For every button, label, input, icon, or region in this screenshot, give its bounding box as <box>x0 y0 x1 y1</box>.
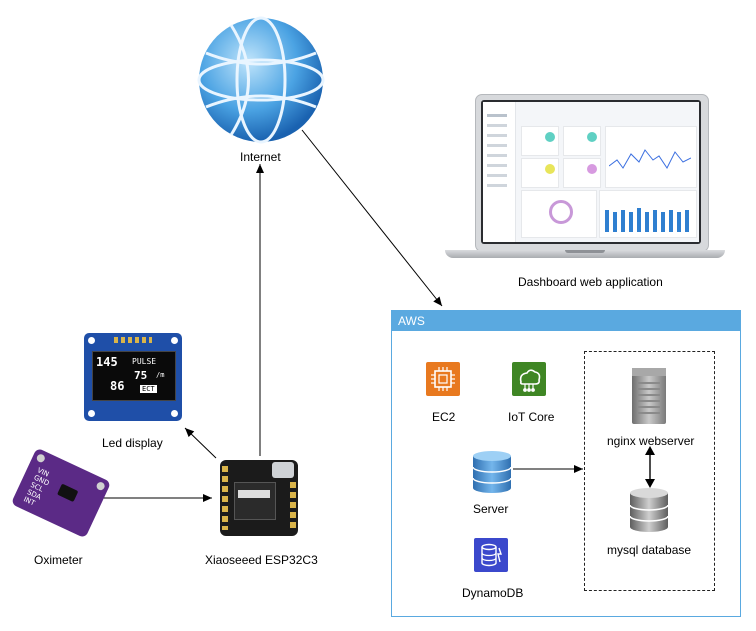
arrow-server-to-webserver-group <box>513 465 583 473</box>
ec2-label: EC2 <box>432 410 456 424</box>
arrow-internet-to-aws <box>301 129 443 307</box>
oximeter-label: Oximeter <box>34 553 83 567</box>
aws-header: AWS <box>392 311 740 331</box>
oled-value-2: 75 <box>134 369 148 382</box>
nginx-label: nginx webserver <box>607 434 695 448</box>
dynamodb-label: DynamoDB <box>462 586 524 600</box>
oled-text-1: PULSE <box>132 357 157 366</box>
server-label: Server <box>473 502 509 516</box>
oled-display-module: 145 PULSE 75 /m 86 ECT <box>84 333 182 421</box>
webserver-group <box>584 351 715 591</box>
iot-core-label: IoT Core <box>508 410 555 424</box>
dynamodb-icon <box>474 538 508 572</box>
server-database-icon <box>472 451 512 493</box>
globe-icon <box>197 16 325 144</box>
mysql-label: mysql database <box>607 543 692 557</box>
aws-group: AWS <box>391 310 741 617</box>
dashboard-label: Dashboard web application <box>518 275 663 289</box>
laptop-illustration <box>445 94 725 266</box>
aws-title: AWS <box>398 314 425 328</box>
nginx-server-icon <box>632 368 666 424</box>
iot-core-icon <box>512 362 546 396</box>
dashboard-screenshot <box>483 102 699 242</box>
oled-text-3: ECT <box>140 385 157 393</box>
led-display-label: Led display <box>102 436 163 450</box>
internet-label: Internet <box>240 150 281 164</box>
mysql-database-icon <box>629 488 669 532</box>
arrow-webserver-database <box>645 446 655 488</box>
oled-value-3: 86 <box>110 379 125 393</box>
oled-text-2: /m <box>156 371 165 379</box>
ec2-icon <box>426 362 460 396</box>
arrow-esp-to-display <box>184 427 217 459</box>
oled-value-1: 145 <box>96 355 118 369</box>
esp32c3-label: Xiaoseeed ESP32C3 <box>205 553 318 567</box>
esp32c3-board <box>220 460 298 536</box>
